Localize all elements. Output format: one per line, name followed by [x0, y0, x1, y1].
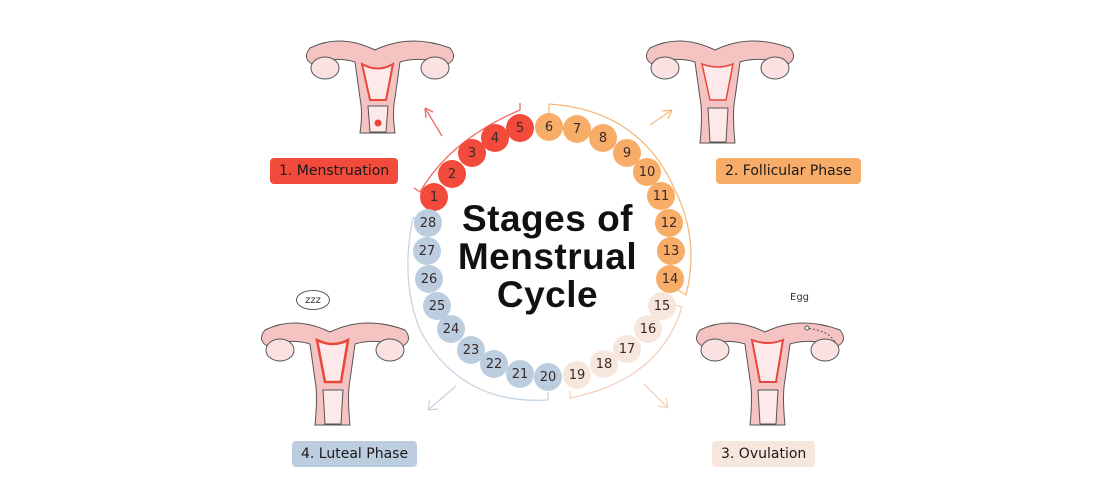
day-circle-1: 1 — [420, 183, 448, 211]
day-circle-20: 20 — [534, 363, 562, 391]
day-circle-4: 4 — [481, 124, 509, 152]
ovulation-bracket — [569, 304, 683, 399]
diagram-title: Stages of Menstrual Cycle — [445, 200, 650, 314]
day-circle-12: 12 — [655, 209, 683, 237]
day-circle-22: 22 — [480, 350, 508, 378]
day-circle-18: 18 — [590, 350, 618, 378]
day-circle-21: 21 — [506, 360, 534, 388]
sleep-text: zzz — [305, 294, 321, 306]
day-circle-7: 7 — [563, 115, 591, 143]
uterus-ovulation-illustration — [696, 322, 844, 426]
phase-label-ovulation: 3. Ovulation — [712, 441, 816, 467]
day-circle-17: 17 — [613, 335, 641, 363]
day-circle-19: 19 — [563, 361, 591, 389]
day-circle-2: 2 — [438, 160, 466, 188]
day-circle-24: 24 — [437, 315, 465, 343]
day-circle-14: 14 — [656, 265, 684, 293]
day-circle-10: 10 — [633, 158, 661, 186]
phase-label-luteal: 4. Luteal Phase — [292, 441, 418, 467]
title-line-3: Cycle — [496, 274, 599, 315]
title-line-2: Menstrual — [457, 236, 638, 277]
day-circle-28: 28 — [414, 209, 442, 237]
speech-bubble: zzz — [296, 290, 330, 310]
uterus-follicular-illustration — [646, 40, 794, 144]
day-circle-16: 16 — [634, 315, 662, 343]
uterus-menstruation-illustration — [306, 40, 454, 134]
egg-icon — [804, 325, 810, 331]
arrow-luteal — [427, 385, 457, 411]
day-circle-6: 6 — [535, 113, 563, 141]
follicular-bracket — [548, 103, 692, 297]
day-circle-25: 25 — [423, 292, 451, 320]
arrow-follicular — [649, 109, 673, 126]
title-line-1: Stages of — [461, 198, 634, 239]
egg-annotation: Egg — [790, 292, 810, 303]
day-circle-27: 27 — [413, 237, 441, 265]
luteal-bracket — [407, 216, 549, 401]
day-circle-23: 23 — [457, 336, 485, 364]
day-circle-13: 13 — [657, 237, 685, 265]
day-circle-5: 5 — [506, 114, 534, 142]
arrow-ovulation — [643, 383, 669, 409]
day-circle-11: 11 — [647, 182, 675, 210]
phase-label-follicular: 2. Follicular Phase — [716, 158, 861, 184]
uterus-luteal-illustration — [261, 322, 409, 426]
blood-drop-icon — [374, 119, 382, 127]
phase-label-menstruation: 1. Menstruation — [270, 158, 399, 184]
day-circle-8: 8 — [589, 124, 617, 152]
day-circle-26: 26 — [415, 265, 443, 293]
arrow-menstruation — [424, 107, 443, 137]
